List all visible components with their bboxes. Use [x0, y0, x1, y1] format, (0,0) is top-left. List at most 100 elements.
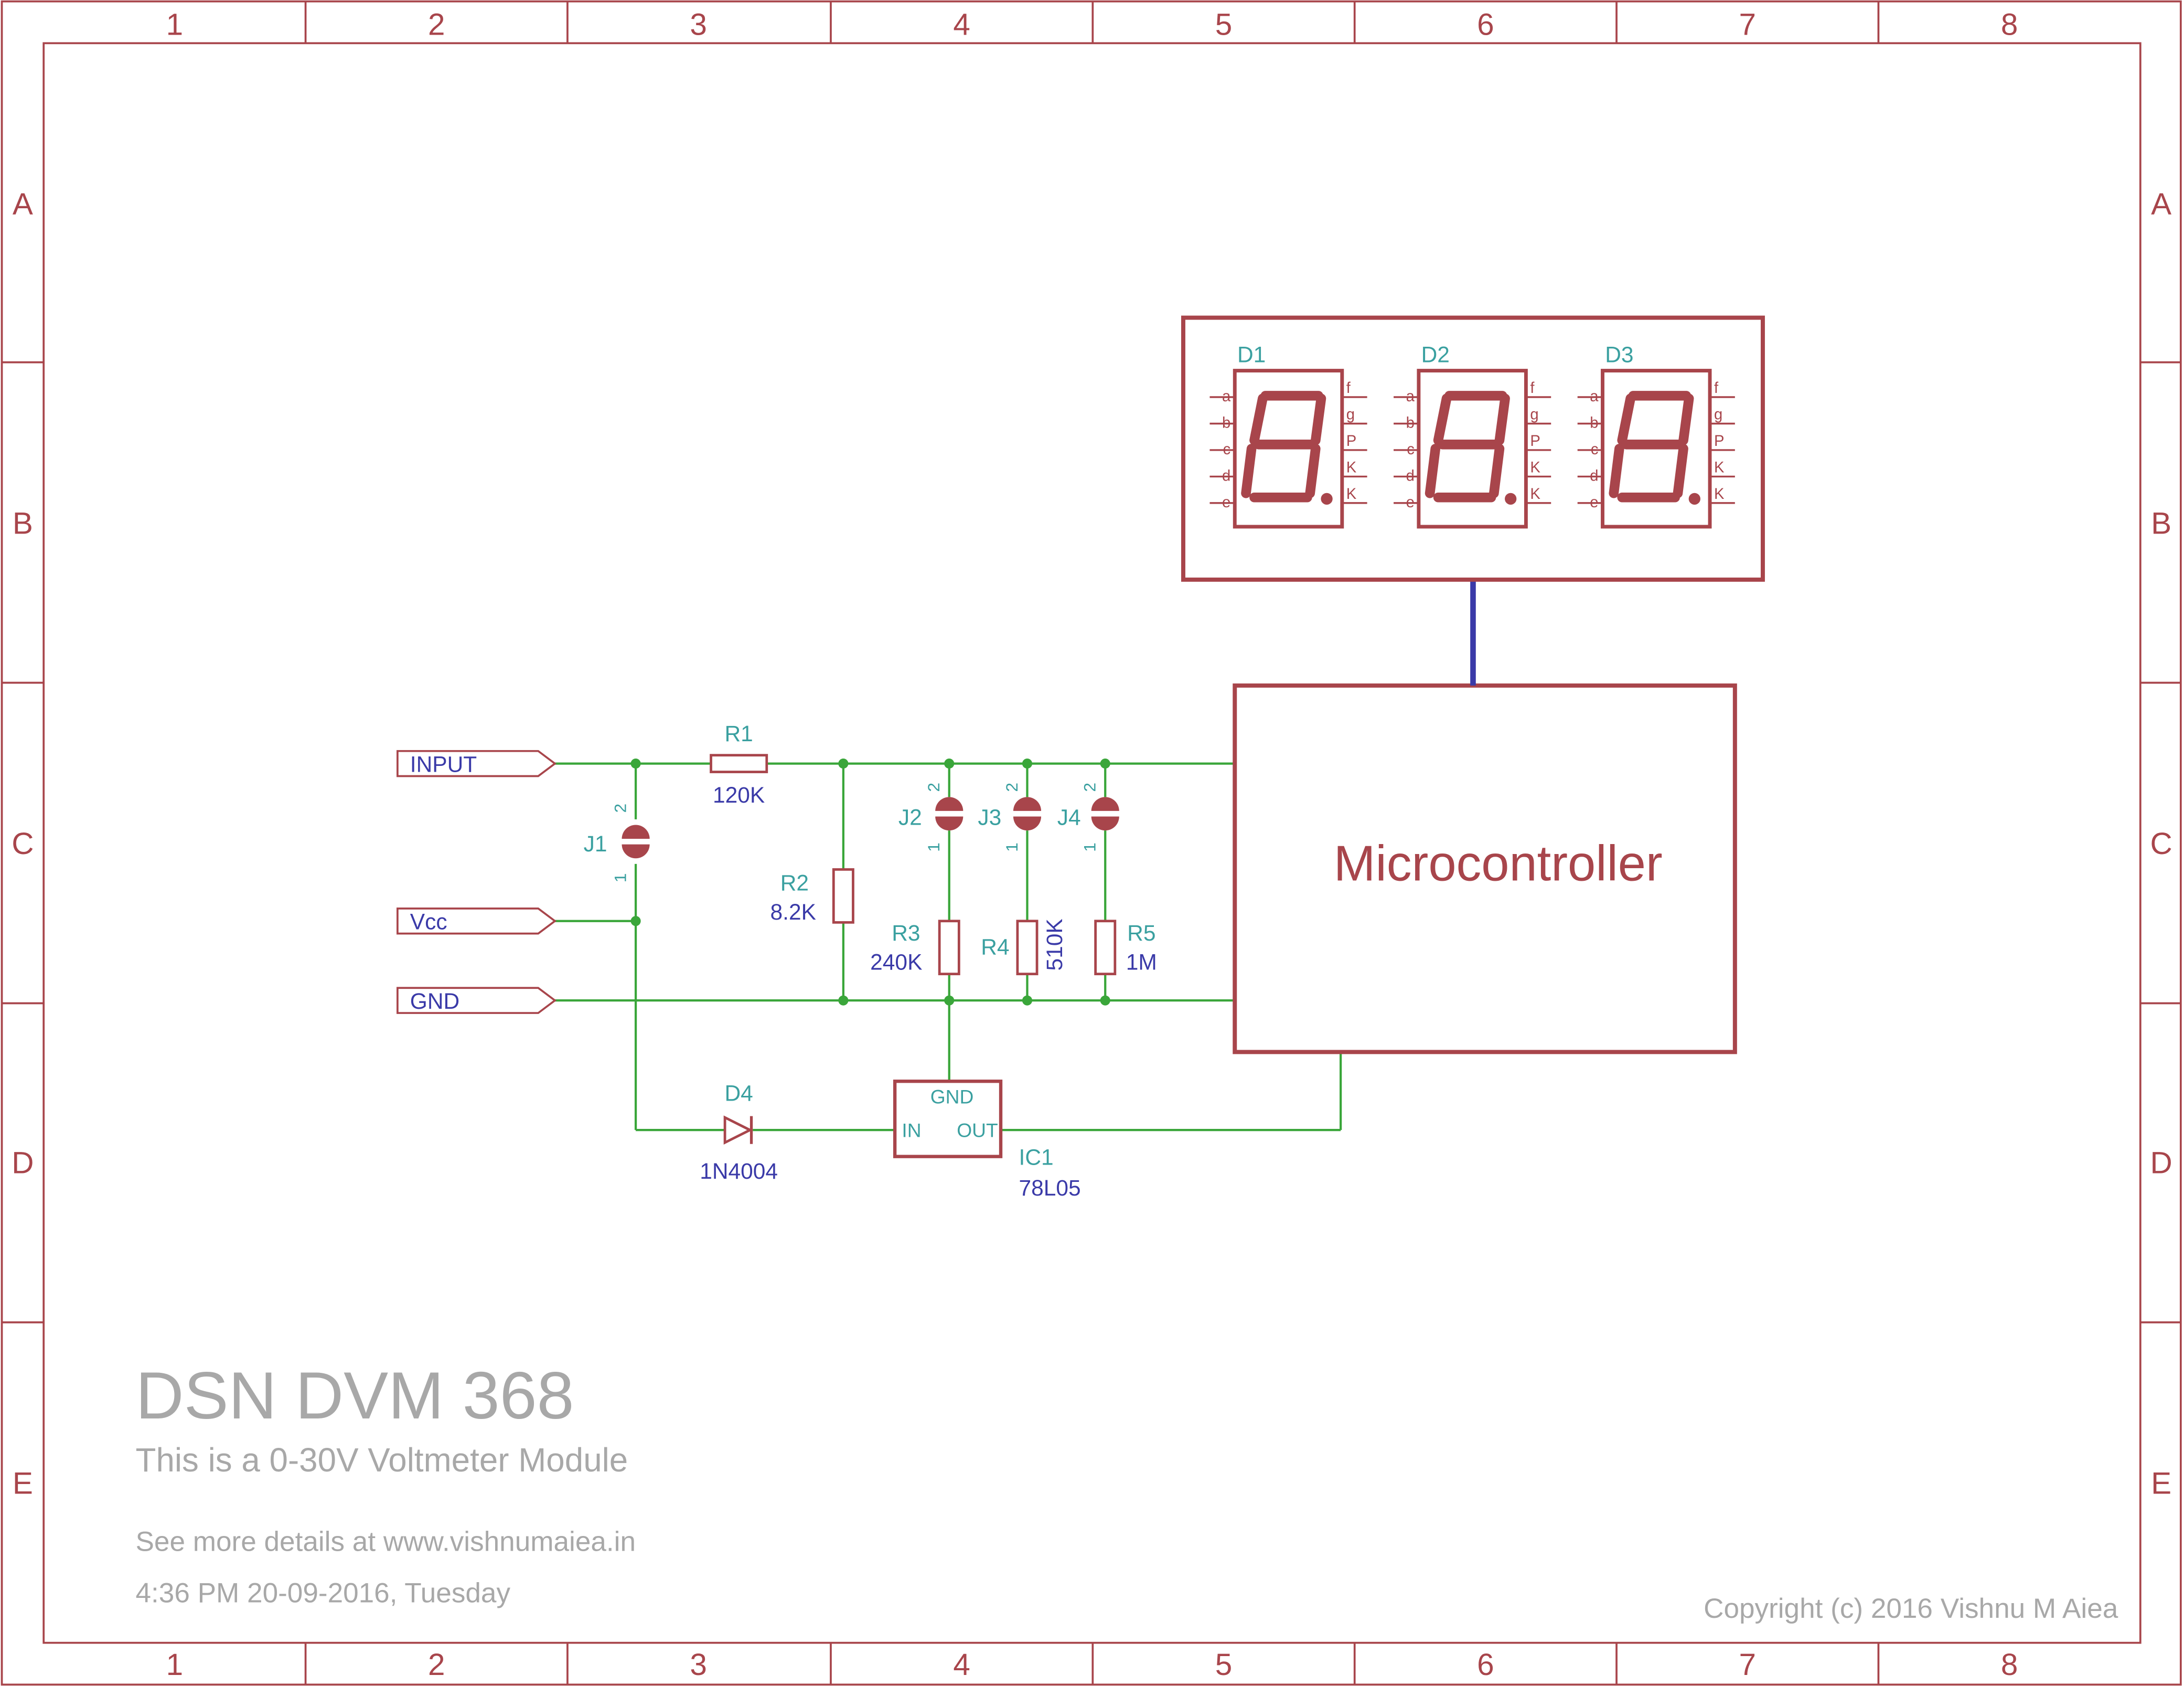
segment	[1673, 443, 1688, 498]
col-label-bottom: 1	[166, 1648, 184, 1682]
jumper-j3: J3 2 1	[978, 783, 1042, 852]
resistor-r2: R2 8.2K	[770, 868, 854, 925]
r3-ref: R3	[892, 921, 920, 946]
pin-label-left: a	[1222, 388, 1231, 405]
row-label-left: D	[12, 1146, 34, 1180]
port-vcc-label: Vcc	[410, 910, 447, 935]
ic1-pin-in: IN	[902, 1119, 921, 1141]
j3-ref: J3	[978, 805, 1001, 830]
ic1-pin-out: OUT	[957, 1119, 998, 1141]
regulator-ic1: GND IN OUT IC1 78L05	[893, 1080, 1081, 1201]
j4-pin2: 2	[1080, 783, 1099, 792]
decimal-point	[1505, 493, 1517, 505]
port-input-label: INPUT	[410, 753, 477, 777]
jumper-j1: J1 2 1	[584, 804, 650, 882]
segment	[1617, 393, 1635, 445]
j3-pin2: 2	[1002, 783, 1021, 792]
pin-label-left: a	[1406, 388, 1415, 405]
pin-label-right: K	[1714, 486, 1725, 503]
frame-row-labels: A B C D E A B C D E	[12, 187, 2172, 1500]
jumper-j2: J2 2 1	[898, 783, 963, 852]
microcontroller-label: Microcontroller	[1334, 836, 1663, 892]
row-label-right: D	[2150, 1146, 2172, 1180]
pin-label-right: P	[1714, 433, 1724, 450]
col-label-bottom: 6	[1477, 1648, 1494, 1682]
pin-label-right: f	[1530, 380, 1535, 397]
pin-label-right: g	[1530, 407, 1538, 423]
d4-ref: D4	[724, 1081, 753, 1106]
pin-label-right: P	[1346, 433, 1356, 450]
col-label-top: 1	[166, 7, 184, 41]
col-label-bottom: 3	[690, 1648, 707, 1682]
details-link-text: See more details at www.vishnumaiea.in	[136, 1526, 636, 1557]
resistor-r4: R4 510K	[981, 919, 1067, 976]
jumper-j4: J4 2 1	[1057, 783, 1119, 852]
j1-ref: J1	[584, 832, 607, 857]
j2-pin1: 1	[924, 842, 943, 852]
row-label-left: E	[13, 1466, 33, 1500]
r5-value: 1M	[1126, 951, 1157, 975]
pin-label-left: c	[1407, 441, 1415, 458]
pin-label-right: K	[1714, 459, 1725, 476]
segment	[1241, 443, 1257, 498]
diode-d4: D4 1N4004	[700, 1081, 778, 1184]
ic1-value: 78L05	[1019, 1176, 1081, 1201]
col-label-top: 2	[428, 7, 445, 41]
pin-label-left: e	[1590, 494, 1598, 511]
copyright: Copyright (c) 2016 Vishnu M Aiea	[1704, 1593, 2118, 1624]
col-label-top: 8	[2001, 7, 2018, 41]
segment	[1609, 443, 1624, 498]
pin-label-right: f	[1714, 380, 1719, 397]
ic1-ref: IC1	[1019, 1146, 1054, 1170]
j2-ref: J2	[898, 805, 922, 830]
pin-label-right: K	[1530, 486, 1540, 503]
port-gnd: GND	[397, 987, 557, 1014]
port-gnd-label: GND	[410, 989, 459, 1014]
r4-ref: R4	[981, 935, 1009, 959]
row-label-left: B	[13, 506, 33, 540]
r2-ref: R2	[780, 871, 809, 895]
j4-ref: J4	[1057, 805, 1081, 830]
pin-label-right: f	[1346, 380, 1351, 397]
pin-label-right: K	[1346, 486, 1357, 503]
digit-ref: D3	[1605, 343, 1633, 368]
col-label-bottom: 4	[953, 1648, 970, 1682]
j3-pin1: 1	[1002, 842, 1021, 852]
pin-label-left: b	[1406, 414, 1415, 431]
pin-label-left: b	[1222, 414, 1230, 431]
r4-value: 510K	[1043, 919, 1067, 970]
row-label-right: C	[2150, 827, 2172, 861]
pin-label-right: K	[1530, 459, 1540, 476]
decimal-point	[1688, 493, 1700, 505]
r5-ref: R5	[1127, 921, 1155, 946]
pin-label-left: c	[1591, 441, 1599, 458]
pin-label-right: g	[1346, 407, 1355, 423]
schematic-title: DSN DVM 368	[136, 1359, 574, 1433]
timestamp: 4:36 PM 20-09-2016, Tuesday	[136, 1578, 511, 1609]
frame-column-labels: 1 2 3 4 5 6 7 8 1 2 3 4 5 6 7 8	[166, 7, 2018, 1681]
d4-value: 1N4004	[700, 1159, 778, 1184]
resistor-r1: R1 120K	[710, 722, 768, 808]
j2-pin2: 2	[924, 783, 943, 792]
col-label-top: 3	[690, 7, 707, 41]
row-label-left: C	[12, 827, 34, 861]
r3-value: 240K	[870, 951, 922, 975]
pin-label-left: d	[1222, 467, 1230, 484]
r1-value: 120K	[713, 783, 765, 808]
schematic-subtitle: This is a 0-30V Voltmeter Module	[136, 1441, 628, 1479]
segment	[1494, 393, 1510, 445]
pin-label-right: K	[1346, 459, 1357, 476]
segment	[1249, 393, 1268, 445]
ic1-pin-gnd: GND	[930, 1086, 974, 1108]
row-label-left: A	[13, 187, 33, 221]
j4-pin1: 1	[1080, 842, 1099, 852]
col-label-bottom: 7	[1739, 1648, 1755, 1682]
port-input: INPUT	[397, 750, 557, 777]
pin-label-left: c	[1223, 441, 1231, 458]
